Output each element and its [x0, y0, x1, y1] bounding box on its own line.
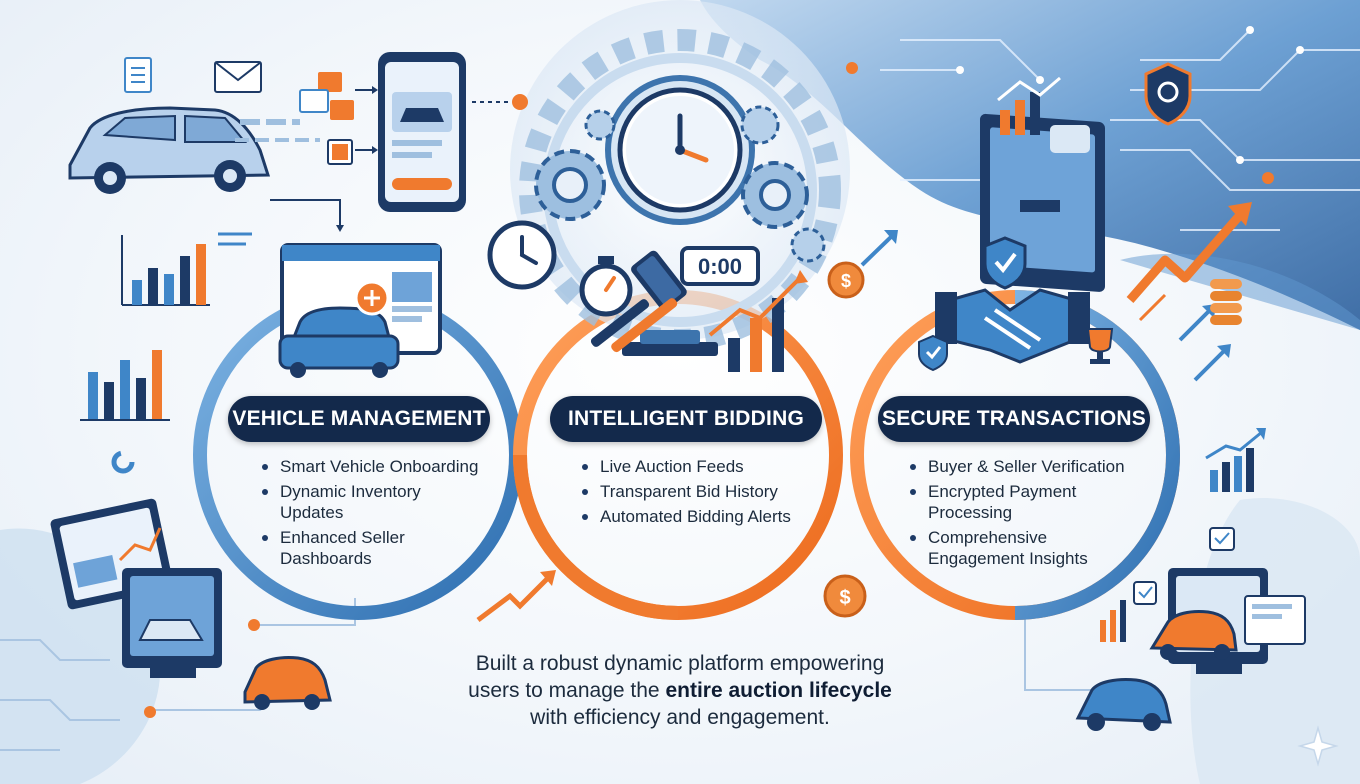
bid-chart-icon [708, 270, 808, 372]
tagline-line-3: with efficiency and engagement. [530, 706, 830, 729]
clock-icon [487, 220, 557, 290]
section-title-vehicle-management: VEHICLE MANAGEMENT [228, 396, 490, 442]
stopwatch-icon [579, 256, 633, 317]
growth-arrow-right [1126, 202, 1252, 382]
gear-cluster [510, 0, 850, 351]
chat-check-icon [1133, 527, 1235, 605]
verified-shield-icon [983, 236, 1027, 290]
bar-chart-icon-left-top [121, 232, 252, 306]
car-icon-bottom-left [243, 656, 332, 710]
growth-arrow-bottom [476, 576, 550, 622]
svg-text:$: $ [839, 587, 850, 609]
coin-icon-top: $ [827, 261, 865, 299]
list-item: Buyer & Seller Verification [906, 456, 1126, 477]
monitor-car-icon [122, 568, 222, 678]
list-item: Dynamic Inventory Updates [258, 481, 488, 523]
bar-chart-icon-right [1205, 428, 1266, 492]
section-title-intelligent-bidding: INTELLIGENT BIDDING [550, 396, 822, 442]
list-item: Live Auction Feeds [578, 456, 818, 477]
list-item: Comprehensive Engagement Insights [906, 527, 1126, 569]
vehicle-management-list: Smart Vehicle Onboarding Dynamic Invento… [258, 456, 488, 573]
tagline-line-2: users to manage the entire auction lifec… [468, 679, 892, 702]
list-item: Transparent Bid History [578, 481, 818, 502]
car-icon-bottom-right-orange [1149, 610, 1238, 660]
car-icon-top [68, 106, 271, 194]
coin-icon-bottom: $ [823, 574, 867, 618]
sparkle-icon [1297, 725, 1339, 767]
digital-timer-icon: 0:00 [680, 246, 760, 286]
vehicle-listing-icon [278, 243, 442, 378]
tagline-line-1: Built a robust dynamic platform empoweri… [475, 652, 885, 675]
list-item: Smart Vehicle Onboarding [258, 456, 488, 477]
car-icon-bottom-right-blue [1075, 678, 1172, 731]
section-title-secure-transactions: SECURE TRANSACTIONS [878, 396, 1150, 442]
coin-stack-icon [1210, 279, 1242, 325]
handshake-icon [935, 288, 1090, 364]
list-item: Automated Bidding Alerts [578, 506, 818, 527]
intelligent-bidding-list: Live Auction Feeds Transparent Bid Histo… [578, 456, 818, 531]
small-shield-icon [918, 334, 948, 372]
document-icon [124, 57, 152, 93]
tagline-emphasis: entire auction lifecycle [665, 679, 892, 702]
gavel-icon [590, 250, 718, 356]
data-flow-icons [235, 72, 378, 232]
secure-transactions-list: Buyer & Seller Verification Encrypted Pa… [906, 456, 1126, 573]
bar-chart-icon-left-mid [80, 350, 170, 421]
tagline: Built a robust dynamic platform empoweri… [380, 650, 980, 731]
security-shield-icon [1144, 62, 1192, 126]
phone-icon [378, 52, 528, 212]
svg-text:0:00: 0:00 [698, 254, 742, 279]
svg-text:$: $ [841, 271, 851, 291]
list-item: Encrypted Payment Processing [906, 481, 1126, 523]
list-item: Enhanced Seller Dashboards [258, 527, 488, 569]
trophy-icon [1086, 328, 1114, 364]
mail-icon [214, 61, 262, 93]
